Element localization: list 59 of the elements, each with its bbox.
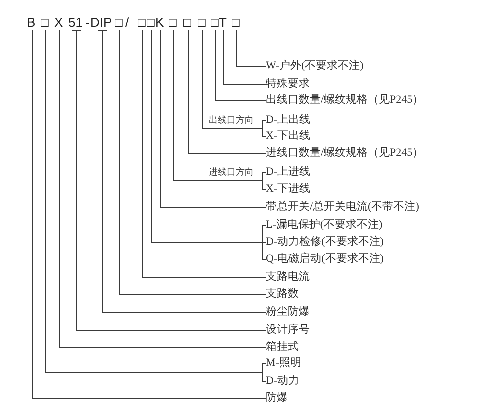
option-label: X-下进线 [266,182,311,196]
leader-line [151,30,263,243]
option-label: D-上进线 [266,166,311,178]
description-label: 出线口数量/螺纹规格（见P245） [266,94,424,106]
option-label: D-动力检修(不要求不注) [266,236,384,248]
placeholder-field: □ [41,16,49,30]
description-label: 粉尘防爆 [266,306,310,318]
code-separator: - [86,16,90,30]
description-label: 特殊要求 [266,78,310,90]
leader-line [98,30,266,313]
leader-line [236,30,266,67]
leader-line [188,30,266,154]
placeholder-field: □ [198,16,206,30]
description-label: 设计序号 [266,324,310,336]
option-label: L-漏电保护(不要求不注) [266,218,383,232]
placeholder-field: □ [211,16,219,30]
placeholder-field: □ [147,16,155,30]
description-label: 箱挂式 [266,340,299,354]
leader-line [223,30,266,85]
leader-line [119,30,266,295]
placeholder-field: □ [138,16,146,30]
leader-line [202,30,263,129]
option-label: D-上出线 [266,114,311,126]
bracket-arm [262,363,266,373]
code-number: 51 [68,16,83,30]
leader-line [142,30,266,278]
bracket-arm [262,120,266,129]
leader-line [215,30,266,101]
bracket-arm [262,128,266,137]
edge-label: 出线口方向 [209,115,254,126]
edge-label: 进线口方向 [209,167,254,178]
option-label: M-照明 [266,356,302,370]
bracket-arm [262,372,266,382]
placeholder-field: □ [184,16,192,30]
leader-line [173,30,263,181]
leader-line [160,30,266,208]
description-label: 支路电流 [266,270,310,284]
placeholder-field: □ [115,16,123,30]
option-label: Q-电磁启动(不要求不注) [266,252,384,266]
placeholder-field: □ [169,16,177,30]
option-label: X-下出线 [266,130,311,142]
code-separator: / [126,16,130,30]
option-label: D-动力 [266,374,300,388]
bracket-arm [262,172,266,181]
code-letter: K [156,16,164,30]
description-label: W-户外(不要求不注) [266,60,364,72]
bracket-arm [262,225,266,243]
bracket-arm [262,180,266,190]
code-letter: X [54,16,64,30]
code-letter: T [219,16,227,30]
placeholder-field: □ [232,16,240,30]
description-label: 支路数 [266,288,299,300]
bracket-arm [262,242,266,243]
code-letter: B [27,16,36,30]
description-label: 带总开关/总开关电流(不带不注) [266,200,420,214]
description-label: 防爆 [266,392,288,404]
code-letters: DIP [90,16,112,30]
description-label: 进线口数量/螺纹规格（见P245） [266,146,424,160]
bracket-arm [262,242,266,260]
